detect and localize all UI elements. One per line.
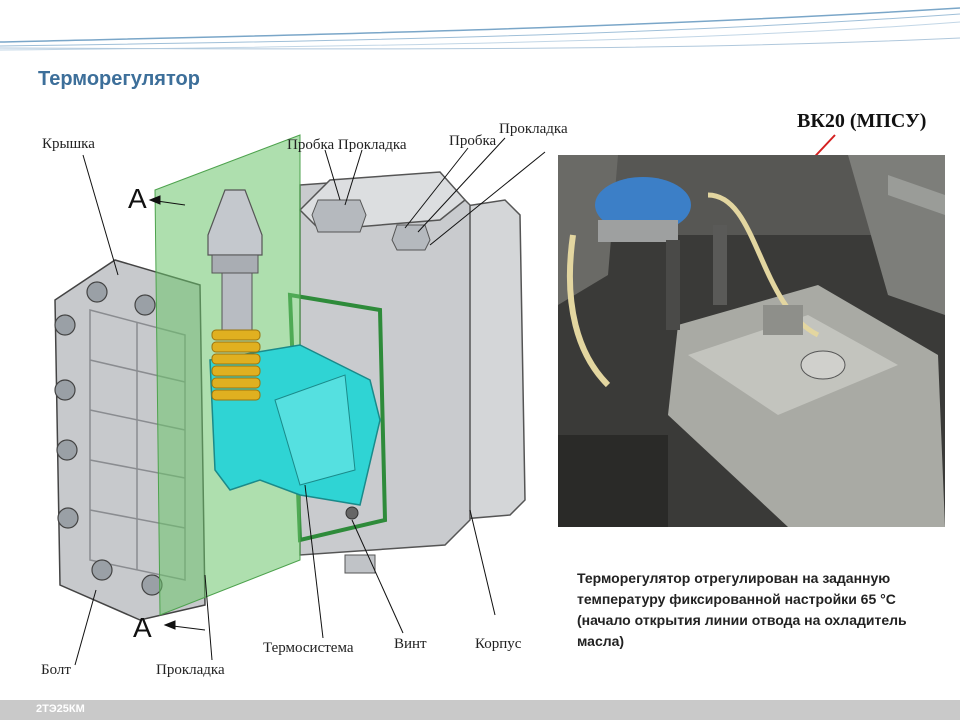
- bottom-boss: [344, 554, 376, 574]
- photo-caption: ВК20 (МПСУ): [797, 110, 927, 132]
- section-arrows: [148, 195, 206, 631]
- thermoregulator-cutaway-diagram: [54, 134, 546, 666]
- label-gasket-top: Прокладка: [499, 121, 568, 137]
- thermosystem-lever: [274, 374, 356, 486]
- label-plug-gasket: Пробка Прокладка: [287, 137, 407, 153]
- label-gasket-bottom: Прокладка: [156, 662, 225, 678]
- page-title: Терморегулятор: [38, 68, 200, 90]
- label-bolt: Болт: [41, 662, 71, 678]
- housing-small-plug: [391, 224, 431, 251]
- stem: [221, 269, 253, 331]
- top-plug: [207, 189, 263, 256]
- label-screw: Винт: [394, 636, 427, 652]
- label-cover: Крышка: [42, 136, 95, 152]
- bellows: [211, 329, 261, 401]
- top-plug-nut: [211, 254, 259, 274]
- label-housing: Корпус: [475, 636, 522, 652]
- section-mark-top: A: [128, 183, 147, 214]
- leader-lines: [74, 137, 546, 666]
- footer-label: 2ТЭ25КМ: [36, 703, 85, 715]
- section-mark-bottom: A: [133, 612, 152, 643]
- label-plug: Пробка: [449, 133, 497, 149]
- footer-bar: [0, 700, 960, 720]
- housing-plug: [311, 199, 367, 233]
- description-text: Терморегулятор отрегулирован на заданную…: [577, 570, 907, 649]
- label-thermosystem: Термосистема: [263, 640, 354, 656]
- thermoregulator-photo: [558, 155, 945, 527]
- header-decoration: [0, 7, 960, 51]
- screw: [345, 506, 359, 520]
